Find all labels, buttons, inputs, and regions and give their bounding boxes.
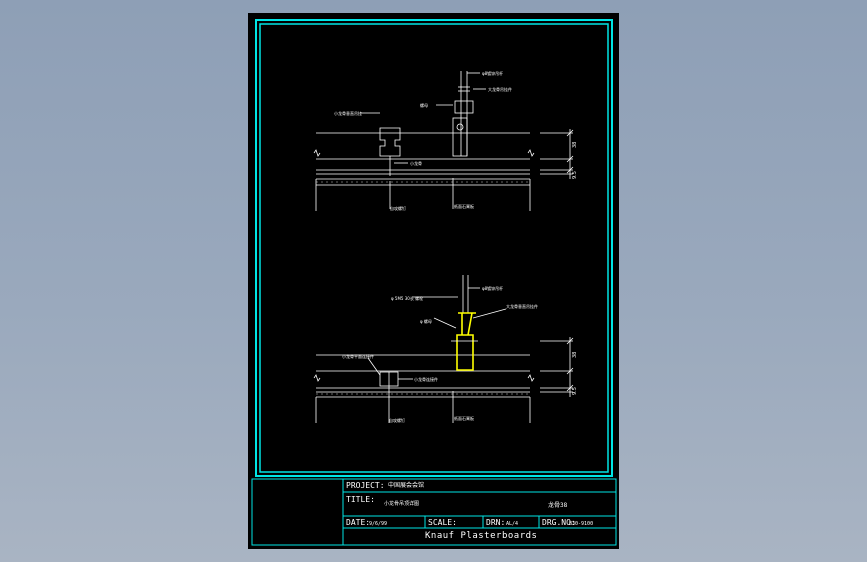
- project-value: 中国展会会馆: [388, 482, 425, 489]
- label-hanger-rod-lower: φ8镀锌吊杆: [482, 285, 503, 291]
- label-small-keel-side-hanger: 小龙骨平面连接件: [342, 353, 374, 359]
- dim-top-lower: 38: [572, 352, 578, 358]
- label-gypsum-upper: 纸面石膏板: [454, 203, 474, 209]
- drn-value: AL/4: [506, 521, 519, 527]
- label-main-keel-connector: 大龙骨垂直吊挂件: [506, 303, 538, 309]
- drawing-sheet: φ8镀锌吊杆 螺母 大龙骨吊挂件 小龙骨垂直吊挂 小龙骨 自攻螺钉 纸面石膏板 …: [248, 13, 619, 549]
- drgno-label: DRG.NO:: [542, 518, 576, 527]
- drgno-value: B30-9100: [569, 521, 594, 527]
- label-bolt: φ 5M5 30长 螺栓: [391, 295, 423, 301]
- label-small-keel-joint: 小龙骨连接件: [414, 376, 438, 382]
- project-label: PROJECT:: [346, 481, 385, 490]
- lower-detail: [313, 275, 574, 423]
- dim-top-upper: 38: [572, 142, 578, 148]
- company-name: Knauf Plasterboards: [425, 531, 538, 541]
- label-nut: 螺母: [420, 102, 428, 108]
- inner-frame-2: [259, 23, 609, 473]
- label-gypsum-lower: 纸面石膏板: [454, 415, 474, 421]
- inner-frame: [255, 19, 613, 477]
- drn-label: DRN:: [486, 518, 506, 527]
- label-screw-upper: 自攻螺钉: [390, 205, 406, 211]
- label-small-keel-hanger: 小龙骨垂直吊挂: [334, 110, 362, 116]
- cad-drawing: φ8镀锌吊杆 螺母 大龙骨吊挂件 小龙骨垂直吊挂 小龙骨 自攻螺钉 纸面石膏板 …: [251, 19, 617, 546]
- drawing-no-right: 龙骨38: [548, 502, 568, 509]
- dim-bottom-upper: 9.5: [572, 171, 578, 179]
- title-label: TITLE:: [346, 495, 375, 504]
- date-label: DATE:: [346, 518, 371, 527]
- scale-label: SCALE:: [428, 518, 457, 527]
- upper-detail: [313, 71, 574, 211]
- title-value: 小龙骨吊顶详图: [384, 501, 420, 507]
- label-screw-lower: 自攻螺钉: [389, 417, 405, 423]
- label-nut-lower: φ 螺母: [420, 318, 432, 324]
- label-hanger-rod: φ8镀锌吊杆: [482, 70, 503, 76]
- date-value: 9/6/99: [369, 521, 388, 527]
- highlight-hanger: [451, 312, 478, 371]
- dim-bottom-lower: 9.5: [572, 387, 578, 395]
- title-block-grid: [251, 478, 617, 546]
- label-main-keel-hanger: 大龙骨吊挂件: [488, 86, 512, 92]
- label-small-keel: 小龙骨: [410, 160, 422, 166]
